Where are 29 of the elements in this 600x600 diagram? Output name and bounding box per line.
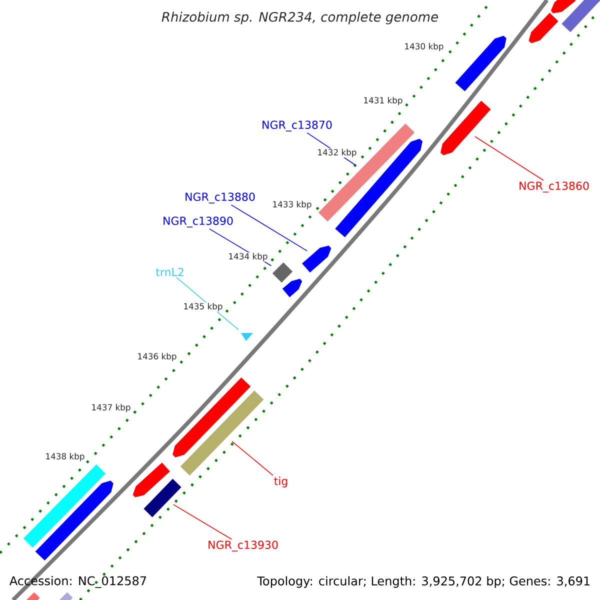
- gene-feature: [440, 100, 491, 156]
- leader-line: [474, 136, 544, 181]
- gene-feature: [35, 480, 114, 560]
- gene-feature: [272, 262, 293, 283]
- feature-label: tig: [274, 476, 288, 488]
- gene-feature: [144, 478, 182, 518]
- leader-line: [172, 504, 232, 540]
- feature-label: trnL2: [156, 268, 184, 276]
- leader-line: [232, 440, 274, 476]
- gene-feature: [23, 464, 106, 548]
- gene-feature: [528, 12, 558, 44]
- feature-label: NGR_c13880: [186, 192, 255, 204]
- gene-feature: [132, 462, 170, 498]
- footer-text: Topology: circular; Length: 3,925,702 bp; Genes: 3,691: [257, 576, 590, 588]
- gene-feature: [550, 0, 576, 14]
- gene-feature: [455, 36, 506, 92]
- map-title: Rhizobium sp. NGR234, complete genome: [162, 12, 438, 24]
- feature-label: NGR_c13890: [164, 216, 233, 228]
- footer-text: Accession: NC_012587: [10, 576, 146, 588]
- feature-label: NGR_c13870: [262, 120, 332, 132]
- gene-feature: [282, 278, 302, 298]
- gene-feature: [172, 378, 251, 458]
- feature-label: NGR_c13860: [520, 182, 589, 192]
- leader-line: [230, 204, 308, 252]
- gene-feature: [302, 246, 332, 272]
- gene-feature: [562, 0, 600, 32]
- feature-label: NGR_c13930: [208, 540, 278, 552]
- trna-marker: [241, 333, 253, 341]
- gene-feature: [180, 390, 264, 476]
